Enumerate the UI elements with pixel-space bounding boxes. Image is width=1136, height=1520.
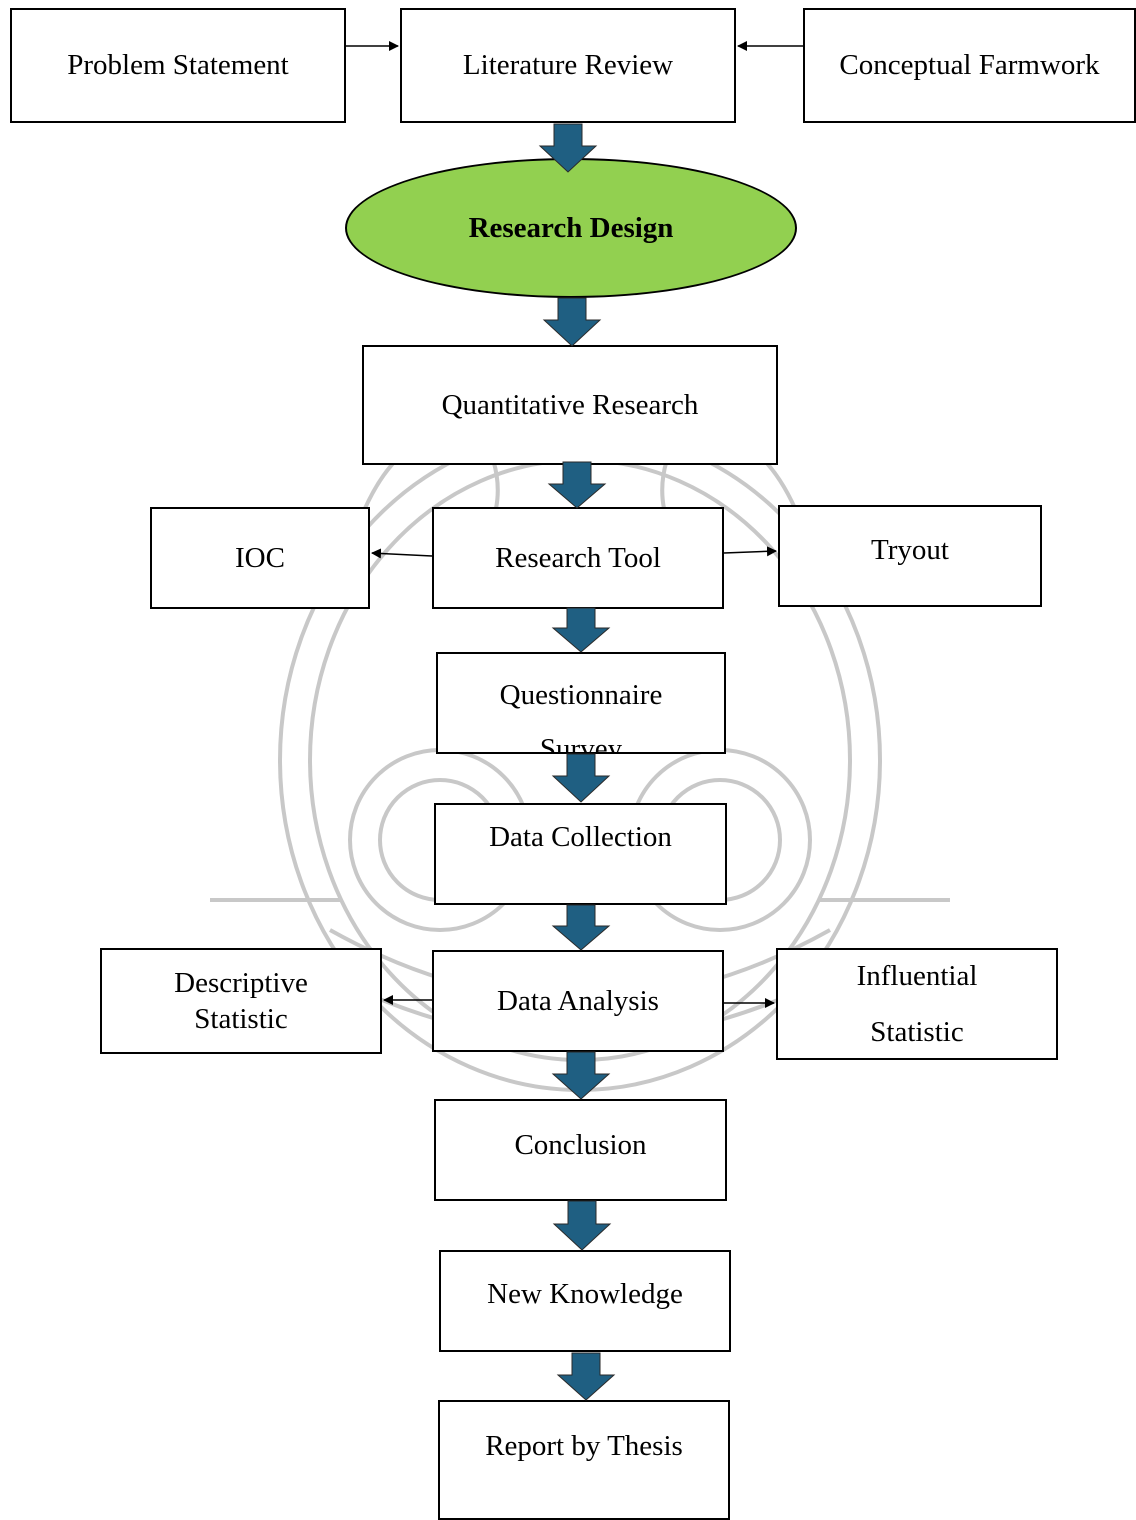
data-analysis-label: Data Analysis: [497, 984, 659, 1017]
quantitative-research-label: Quantitative Research: [441, 388, 699, 421]
descriptive-statistic-box: Descriptive Statistic: [100, 948, 382, 1054]
conclusion-box: Conclusion: [434, 1099, 727, 1201]
new-knowledge-box: New Knowledge: [439, 1250, 731, 1352]
literature-review-box: Literature Review: [400, 8, 736, 123]
report-by-thesis-label: Report by Thesis: [485, 1430, 683, 1462]
influential-statistic-box: Influential Statistic: [776, 948, 1058, 1060]
data-collection-label: Data Collection: [489, 821, 672, 853]
research-design-label: Research Design: [468, 211, 674, 244]
ioc-label: IOC: [235, 541, 285, 574]
tryout-label: Tryout: [871, 533, 949, 566]
research-tool-label: Research Tool: [495, 541, 661, 574]
ioc-box: IOC: [150, 507, 370, 609]
questionnaire-label: Questionnaire: [499, 679, 663, 711]
research-design-oval: Research Design: [345, 158, 797, 298]
data-analysis-box: Data Analysis: [432, 950, 724, 1052]
research-tool-box: Research Tool: [432, 507, 724, 609]
problem-statement-box: Problem Statement: [10, 8, 346, 123]
influential-label: Influential: [856, 960, 978, 992]
problem-statement-label: Problem Statement: [67, 49, 289, 82]
quantitative-research-box: Quantitative Research: [362, 345, 778, 465]
tryout-box: Tryout: [778, 505, 1042, 607]
descriptive-statistic-label: Statistic: [194, 1003, 288, 1035]
data-collection-box: Data Collection: [434, 803, 727, 905]
influential-statistic-label: Statistic: [870, 1016, 964, 1048]
new-knowledge-label: New Knowledge: [487, 1277, 683, 1310]
conceptual-framework-label: Conceptual Farmwork: [839, 49, 1100, 82]
report-by-thesis-box: Report by Thesis: [438, 1400, 730, 1520]
literature-review-label: Literature Review: [462, 49, 674, 82]
descriptive-label: Descriptive: [174, 966, 308, 999]
conclusion-label: Conclusion: [514, 1129, 647, 1161]
questionnaire-survey-box: Questionnaire Survey: [436, 652, 726, 754]
conceptual-framework-box: Conceptual Farmwork: [803, 8, 1136, 123]
survey-label: Survey: [539, 733, 623, 754]
